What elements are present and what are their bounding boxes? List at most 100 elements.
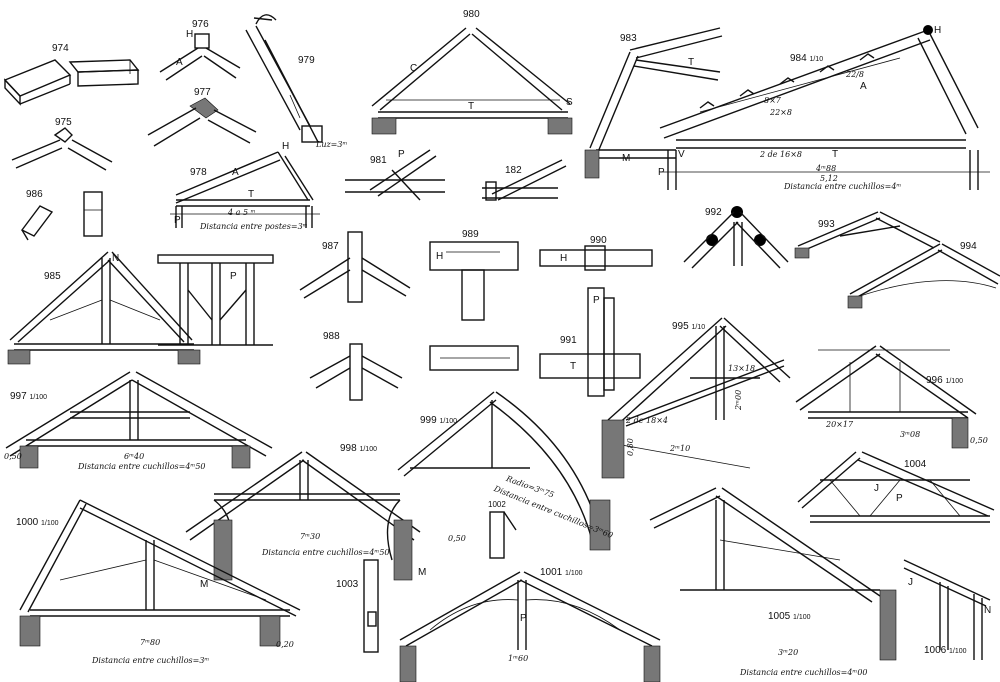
figure-number-1000: 1000 1/100 [16,518,59,529]
figure-975-drawing [11,127,113,171]
letter-C-980: C [410,63,418,74]
caption-1000: Distancia entre cuchillos=3ᵐ [92,656,210,665]
letter-A-978: A [232,167,239,178]
figure-995-scale: 1/10 [691,324,706,331]
letter-M-1000: M [200,579,209,590]
figure-990-drawing [539,245,653,271]
caption-984: Distancia entre cuchillos=4ᵐ [784,182,902,191]
figure-number-992: 992 [705,207,722,218]
figure-number-982: 182 [505,165,522,176]
figure-number-995: 995 1/10 [672,322,705,333]
figure-992-drawing [683,206,789,269]
letter-J-1004: J [874,483,879,494]
figure-number-977: 977 [194,87,211,98]
letter-P-1001: P [520,613,527,624]
figure-999-scale: 1/100 [439,418,457,425]
dimension-996-span: 3ᵐ08 [900,430,921,439]
letter-M-998: M [418,567,427,578]
dimension-995-collar: 13×18 [728,364,756,373]
figure-number-1005: 1005 1/100 [768,612,811,623]
letter-P-984: P [658,167,665,178]
letter-J-1006: J [908,577,913,588]
dimension-995-wall: 0,80 [626,438,635,456]
caption-1005: Distancia entre cuchillos=4ᵐ00 [740,668,868,677]
figure-number-1004: 1004 [904,459,927,470]
figure-998-scale: 1/100 [359,446,377,453]
dimension-984-tie: 2 de 16×8 [760,150,803,159]
figure-number-997: 997 1/100 [10,392,47,403]
figure-994-drawing [847,243,1000,309]
figure-1006-scale: 1/100 [949,648,967,655]
letter-T-984: T [832,149,839,160]
figure-981-drawing [345,149,445,201]
figure-1001-scale: 1/100 [565,570,583,577]
dimension-984-total: 5,12 [820,174,838,183]
figure-number-1005-text: 1005 [768,611,791,622]
dimension-984-strut: 8×7 [764,96,781,105]
letter-H-989: H [436,251,444,262]
figure-number-986: 986 [26,189,43,200]
caption-978: Distancia entre postes=3ᵐ [200,222,308,231]
figure-1000-scale: 1/100 [41,520,59,527]
figure-number-999-text: 999 [420,415,437,426]
figure-985-elevation [157,254,274,346]
figure-977-drawing [147,97,257,147]
dimension-978-span: 4 a 5 ᵐ [228,208,256,217]
figure-1006-drawing [903,559,991,660]
figure-980-drawing [371,27,573,135]
figure-number-979: 979 [298,55,315,66]
letter-T-991: T [570,361,577,372]
figure-number-983: 983 [620,33,637,44]
letter-P-991: P [593,295,600,306]
caption-998: Distancia entre cuchillos=4ᵐ50 [262,548,390,557]
figure-978-drawing [170,151,320,228]
letter-N-1006: N [984,605,992,616]
figure-1002-1003-drawing [363,511,517,653]
figure-984-scale: 1/10 [809,56,824,63]
letter-M-983: M [622,153,631,164]
figure-979-drawing [245,14,323,143]
figure-976-drawing [159,33,241,81]
figure-number-976: 976 [192,19,209,30]
figure-number-998: 998 1/100 [340,444,377,455]
figure-993-drawing [794,211,941,259]
figure-number-1000-text: 1000 [16,517,39,528]
figure-983-drawing [584,27,723,179]
figure-997-drawing [5,371,273,469]
figure-984-drawing [659,25,990,190]
letter-S-980: S [566,97,573,108]
figure-number-1001: 1001 1/100 [540,568,583,579]
dimension-998-span: 7ᵐ30 [300,532,321,541]
figure-974-drawing [3,59,140,106]
figure-988-drawing [309,343,403,401]
figure-number-990: 990 [590,235,607,246]
dimension-997-span: 6ᵐ40 [124,452,145,461]
dimension-995-height: 2ᵐ00 [734,389,743,410]
figure-985-drawing [7,251,201,365]
figure-991-drawing [539,287,641,397]
figure-989-drawing [429,241,519,371]
figure-996-scale: 1/100 [945,378,963,385]
caption-997: Distancia entre cuchillos=4ᵐ50 [78,462,206,471]
figure-997-scale: 1/100 [29,394,47,401]
letter-T-978: T [248,189,255,200]
figure-number-1002: 1002 [488,500,506,509]
figure-number-984-text: 984 [790,53,807,64]
letter-P-985: P [230,271,237,282]
figure-996-drawing [795,345,977,449]
figure-1004-drawing [797,451,995,523]
figure-1000-drawing [19,499,301,647]
figure-1001-drawing [399,571,661,682]
dimension-1000-wall: 0,20 [276,640,294,649]
figure-number-995-text: 995 [672,321,689,332]
dimension-984-purlin: 22/8 [846,70,864,79]
dimension-995-tie: 2 de 18×4 [626,416,669,425]
dimension-979-span: Luz=3ᵐ [316,140,348,149]
figure-number-996: 996 1/100 [926,376,963,387]
figure-number-993: 993 [818,219,835,230]
letter-V-984: V [678,149,685,160]
figure-number-996-text: 996 [926,375,943,386]
figure-number-988: 988 [323,331,340,342]
figure-number-985: 985 [44,271,61,282]
letter-H-976: H [186,29,194,40]
